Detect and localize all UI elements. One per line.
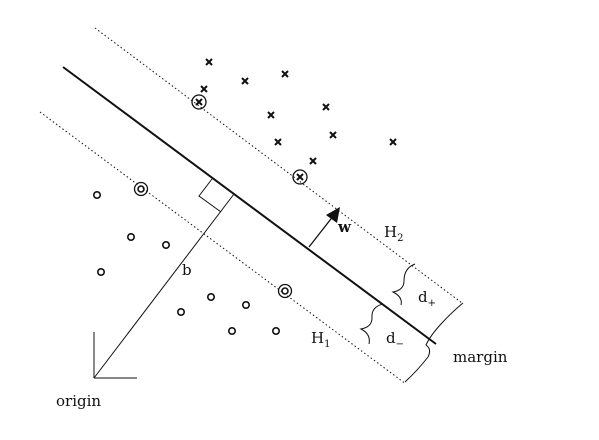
label-d-plus: d+ [418,288,436,309]
label-h2-text: H [384,223,397,241]
origin-axes-icon [93,332,137,379]
circle-marker [177,307,186,316]
label-margin: margin [453,348,508,366]
circle-marker [271,326,280,335]
margin-brace [404,302,464,383]
cross-marker [274,138,282,146]
d-minus-brace [359,303,384,345]
label-h2-sub: 2 [397,233,403,244]
circle-marker [162,241,171,250]
cross-marker [309,157,317,165]
label-d-plus-text: d [418,288,428,306]
cross-marker [200,85,208,93]
support-vector-cross-icon [191,94,207,110]
cross-marker [329,131,337,139]
negative-class-points [93,191,280,335]
right-angle-marker [198,178,222,213]
support-vector-circle-icon [277,283,293,299]
circle-marker [207,292,216,301]
support-vector-cross-icon [292,169,308,185]
cross-marker [241,77,249,85]
circle-marker [93,191,102,200]
label-b: b [182,261,192,279]
offset-line-b [93,193,235,379]
label-d-minus-text: d [386,329,396,347]
cross-marker [281,70,289,78]
label-d-minus: d− [386,329,404,350]
label-origin: origin [56,392,101,410]
decision-boundary [62,66,437,345]
cross-marker [267,111,275,119]
label-w: w [337,218,352,236]
circle-marker [127,233,136,242]
hyperplane-h1 [39,111,407,385]
circle-marker [242,300,251,309]
positive-class-points [200,58,397,165]
circle-marker [97,267,106,276]
label-d-plus-sub: + [428,298,436,309]
label-h2: H2 [384,223,403,244]
support-vector-circle-icon [133,181,149,197]
cross-marker [205,58,213,66]
label-h1-text: H [311,329,324,347]
cross-marker [389,138,397,146]
d-plus-brace [391,263,416,306]
label-d-minus-sub: − [396,339,404,350]
circle-marker [228,326,237,335]
hyperplane-h2 [94,27,463,304]
cross-marker [322,103,330,111]
normal-vector-w [308,207,340,248]
label-h1: H1 [311,329,330,350]
positive-support-vectors [191,94,308,185]
negative-support-vectors [133,181,293,299]
label-h1-sub: 1 [324,339,330,350]
